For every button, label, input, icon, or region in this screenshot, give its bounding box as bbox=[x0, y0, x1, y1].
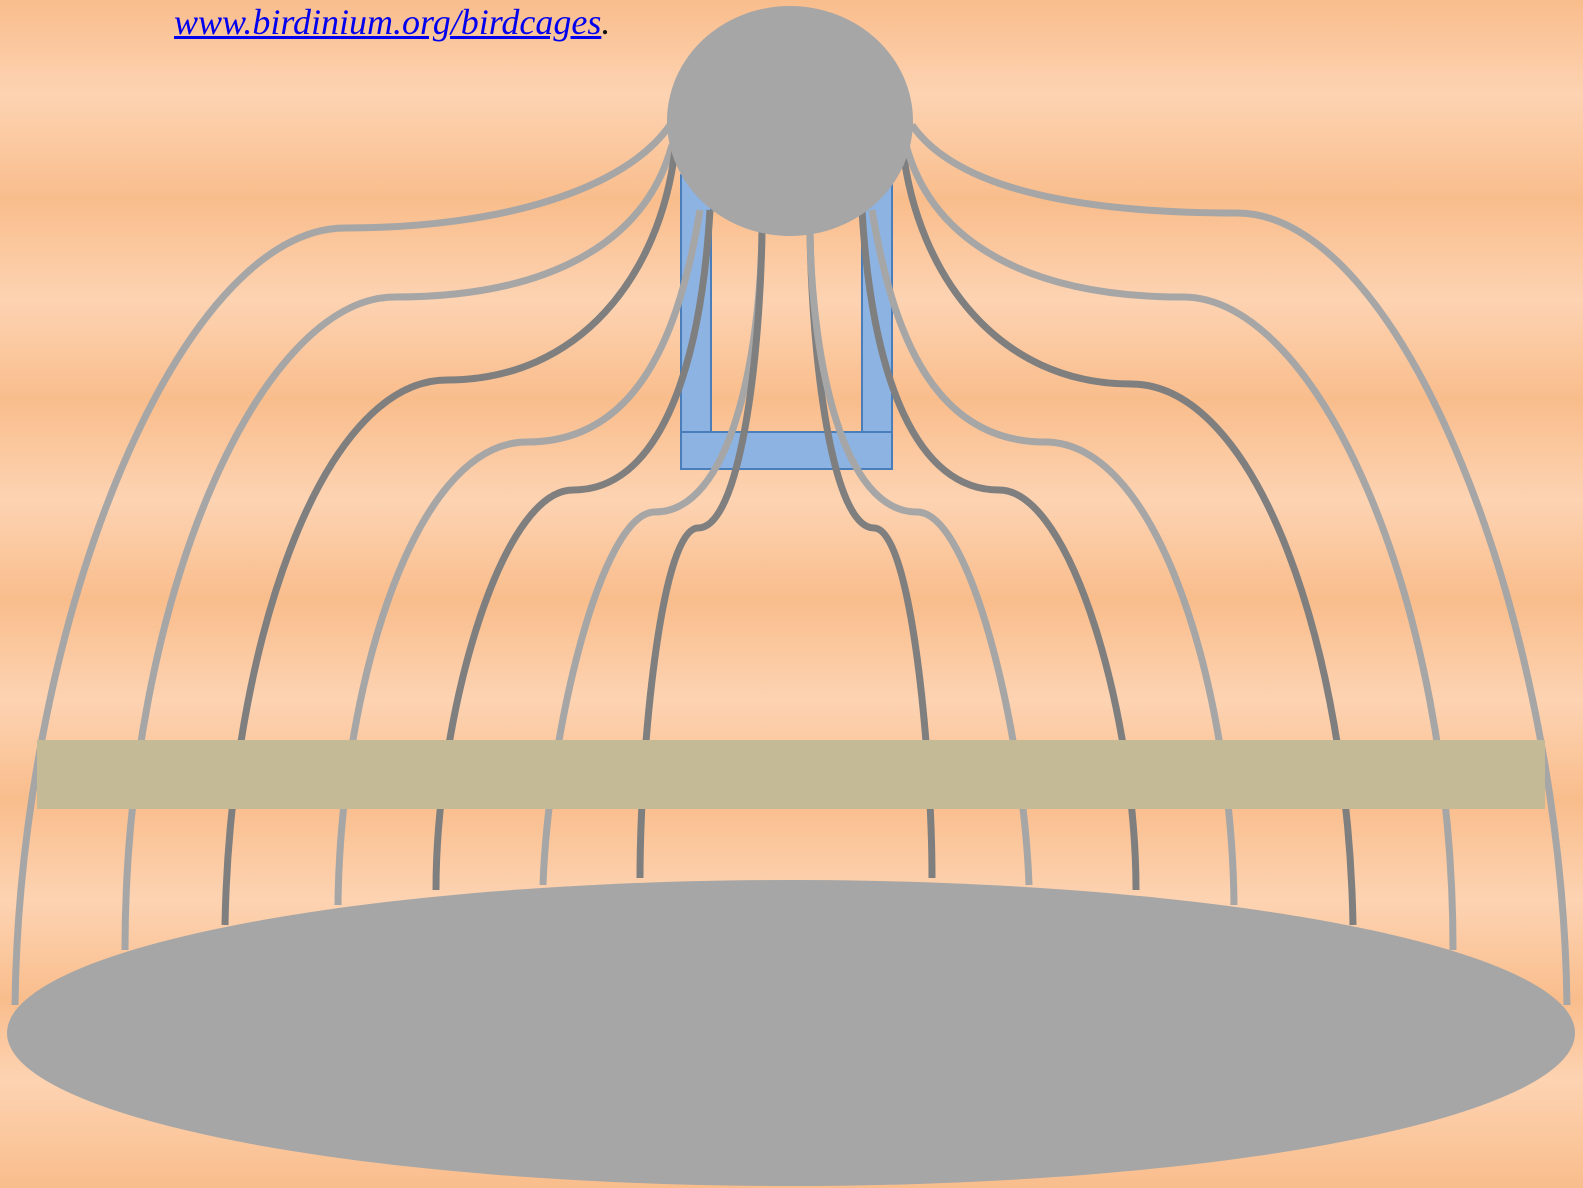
cage-wire-right-7 bbox=[912, 125, 1567, 1005]
cage-top-knob bbox=[667, 6, 913, 236]
cage-wire-right-6 bbox=[906, 145, 1453, 950]
cage-base bbox=[7, 880, 1575, 1186]
cage-wire-left-1 bbox=[15, 125, 670, 1005]
cage-band bbox=[37, 740, 1545, 809]
hanger-crossbar bbox=[681, 432, 892, 469]
cage-wire-left-2 bbox=[125, 145, 672, 950]
cage-wires bbox=[15, 125, 1567, 1005]
